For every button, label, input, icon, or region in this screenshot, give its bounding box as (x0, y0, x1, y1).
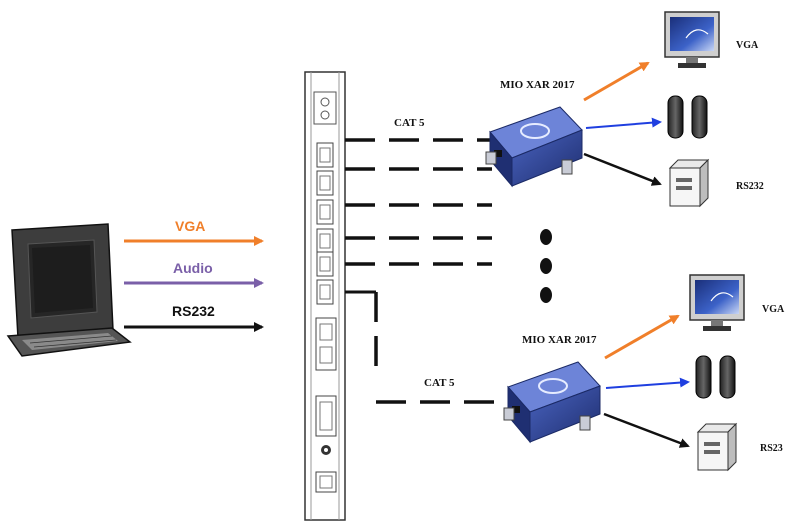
receiver-top-label: MIO XAR 2017 (500, 79, 575, 91)
cat5-bottom-label: CAT 5 (424, 377, 455, 389)
speakers-icon (667, 95, 708, 139)
bottom-vga-output (604, 314, 680, 360)
bottom-audio-output (605, 377, 690, 389)
more-receivers-ellipsis (540, 229, 552, 303)
vga-input-signal: VGA (124, 218, 264, 246)
monitor-icon (664, 11, 720, 68)
top-audio-output (585, 117, 662, 129)
receiver-box-top (485, 106, 583, 188)
receiver-box-bottom (503, 361, 601, 444)
bottom-rs232-label: RS23 (760, 443, 783, 454)
rs232-input-signal: RS232 (124, 303, 264, 332)
transmitter-rack-unit (304, 71, 346, 521)
serial-device-box-icon (668, 158, 710, 208)
monitor-icon (689, 274, 745, 331)
cat5-cables (345, 138, 505, 404)
receiver-bottom-label: MIO XAR 2017 (522, 334, 597, 346)
speakers-icon (695, 355, 736, 399)
rugged-laptop-icon (6, 223, 132, 357)
cat5-top-label: CAT 5 (394, 117, 425, 129)
vga-label: VGA (175, 218, 205, 234)
top-vga-output (583, 61, 650, 102)
serial-device-box-icon (696, 422, 738, 472)
audio-label: Audio (173, 260, 213, 276)
rs232-label: RS232 (172, 303, 215, 319)
top-vga-label: VGA (736, 40, 759, 51)
bottom-vga-label: VGA (762, 304, 785, 315)
bottom-rs232-output (603, 412, 690, 448)
top-rs232-label: RS232 (736, 181, 764, 192)
audio-input-signal: Audio (124, 260, 264, 288)
top-rs232-output (583, 152, 662, 186)
